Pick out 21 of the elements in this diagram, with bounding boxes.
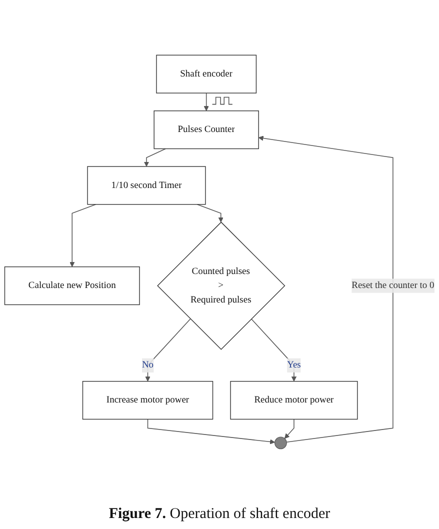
process-box: 1/10 second Timer	[87, 166, 206, 205]
edge-label: Reset the counter to 0	[352, 280, 434, 290]
figure-caption: Figure 7. Operation of shaft encoder	[108, 505, 330, 524]
arrow	[144, 148, 166, 167]
junction-dot	[274, 436, 287, 450]
arrow	[147, 418, 276, 444]
process-box: Shaft encoder	[156, 54, 257, 94]
edge-label: Yes	[287, 360, 301, 370]
arrow	[284, 418, 294, 439]
arrow	[196, 204, 224, 222]
process-box: Calculate new Position	[4, 266, 140, 306]
process-box: Reduce motor power	[230, 380, 358, 420]
arrow	[258, 136, 394, 443]
arrow	[204, 92, 209, 112]
arrow	[145, 318, 191, 382]
arrow	[70, 204, 96, 268]
edge-label: No	[142, 360, 154, 370]
decision-diamond: Counted pulses > Required pulses	[157, 222, 286, 350]
arrow	[250, 318, 297, 382]
process-box: Pulses Counter	[154, 110, 259, 150]
process-box: Increase motor power	[82, 380, 214, 420]
